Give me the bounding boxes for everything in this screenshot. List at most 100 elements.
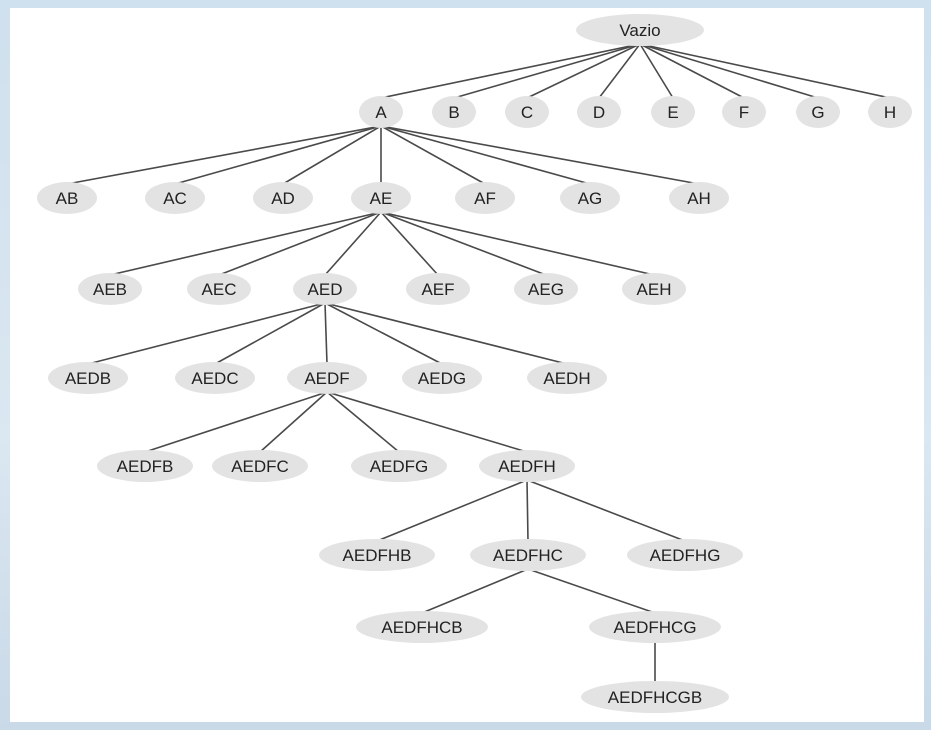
tree-node-label: Vazio (619, 21, 660, 40)
tree-node-ellipse (356, 611, 488, 643)
tree-node: AEF (406, 273, 470, 305)
tree-node-label: E (667, 103, 678, 122)
tree-node-ellipse (406, 273, 470, 305)
tree-node-ellipse (581, 681, 729, 713)
tree-node-label: AEF (421, 280, 454, 299)
tree-node: AEC (187, 273, 251, 305)
tree-edge (639, 43, 819, 99)
tree-edge (324, 302, 328, 365)
tree-node-label: D (593, 103, 605, 122)
tree-node-ellipse (796, 96, 840, 128)
tree-edge (144, 391, 328, 453)
tree-node-label: AEDFHCG (613, 618, 696, 637)
tree-node-label: AEDFHB (343, 546, 412, 565)
tree-node-label: AF (474, 189, 496, 208)
tree-node: H (868, 96, 912, 128)
tree-node: AEDFHCB (356, 611, 488, 643)
tree-edge (326, 391, 528, 453)
tree-node-ellipse (470, 539, 586, 571)
tree-edges (66, 43, 891, 683)
tree-edge (598, 43, 641, 99)
tree-node: AEDFB (97, 450, 193, 482)
tree-node-ellipse (479, 450, 575, 482)
tree-node: A (359, 96, 403, 128)
tree-node: AEDH (527, 362, 607, 394)
tree-edge (87, 302, 326, 365)
tree-node-ellipse (187, 273, 251, 305)
tree-node-label: B (448, 103, 459, 122)
tree-node: Vazio (576, 14, 704, 46)
tree-node: AED (293, 273, 357, 305)
tree-edge (421, 568, 529, 614)
tree-node-label: AEG (528, 280, 564, 299)
tree-edge (380, 211, 439, 276)
tree-node: AF (455, 182, 515, 214)
tree-node: C (505, 96, 549, 128)
tree-edge (380, 211, 547, 276)
tree-node-label: AH (687, 189, 711, 208)
tree-node-label: AC (163, 189, 187, 208)
tree-node: AEB (78, 273, 142, 305)
tree-node-ellipse (402, 362, 482, 394)
tree-node-label: AEH (637, 280, 672, 299)
tree-edge (282, 125, 382, 185)
tree-node-ellipse (212, 450, 308, 482)
tree-node-label: AED (308, 280, 343, 299)
tree-node: G (796, 96, 840, 128)
tree-node-label: AEB (93, 280, 127, 299)
tree-edge (453, 43, 641, 99)
tree-edge (109, 211, 382, 276)
tree-node-label: AEC (202, 280, 237, 299)
tree-node-label: AEDG (418, 369, 466, 388)
tree-node: AEDFHB (319, 539, 435, 571)
tree-node-ellipse (577, 96, 621, 128)
tree-node-ellipse (351, 182, 411, 214)
tree-node: AG (560, 182, 620, 214)
tree-edge (218, 211, 382, 276)
tree-node-label: G (811, 103, 824, 122)
tree-node-label: A (375, 103, 387, 122)
tree-node-label: AEDFG (370, 457, 429, 476)
tree-node-ellipse (514, 273, 578, 305)
tree-node: AEDFHG (627, 539, 743, 571)
tree-node-label: AEDC (191, 369, 238, 388)
tree-node-ellipse (651, 96, 695, 128)
tree-node-ellipse (253, 182, 313, 214)
tree-node-label: AEDFC (231, 457, 289, 476)
tree-node: AEDFG (351, 450, 447, 482)
tree-node: AEDC (175, 362, 255, 394)
tree-node-ellipse (359, 96, 403, 128)
tree-node: AEDB (48, 362, 128, 394)
tree-node-label: AEDFHCB (381, 618, 462, 637)
tree-node: AH (669, 182, 729, 214)
tree-node: AEDG (402, 362, 482, 394)
tree-node-ellipse (722, 96, 766, 128)
tree-node-label: AD (271, 189, 295, 208)
tree-edge (380, 211, 655, 276)
tree-edge (66, 125, 382, 185)
tree-edge (380, 125, 591, 185)
tree-node: AEDFC (212, 450, 308, 482)
tree-node-ellipse (455, 182, 515, 214)
tree-node-label: AEDFB (117, 457, 174, 476)
tree-node: AB (37, 182, 97, 214)
tree-edge (326, 391, 400, 453)
tree-edge (174, 125, 382, 185)
tree-node: AEDFHCG (589, 611, 721, 643)
tree-edge (376, 479, 528, 542)
tree-node-ellipse (287, 362, 367, 394)
tree-node: B (432, 96, 476, 128)
tree-node: D (577, 96, 621, 128)
tree-node-label: AEDB (65, 369, 111, 388)
tree-edge (639, 43, 891, 99)
tree-node-label: AB (56, 189, 79, 208)
tree-node-ellipse (78, 273, 142, 305)
tree-node: AEG (514, 273, 578, 305)
tree-edge (526, 479, 686, 542)
tree-node-ellipse (175, 362, 255, 394)
tree-node: AD (253, 182, 313, 214)
tree-node: AE (351, 182, 411, 214)
tree-node-ellipse (505, 96, 549, 128)
